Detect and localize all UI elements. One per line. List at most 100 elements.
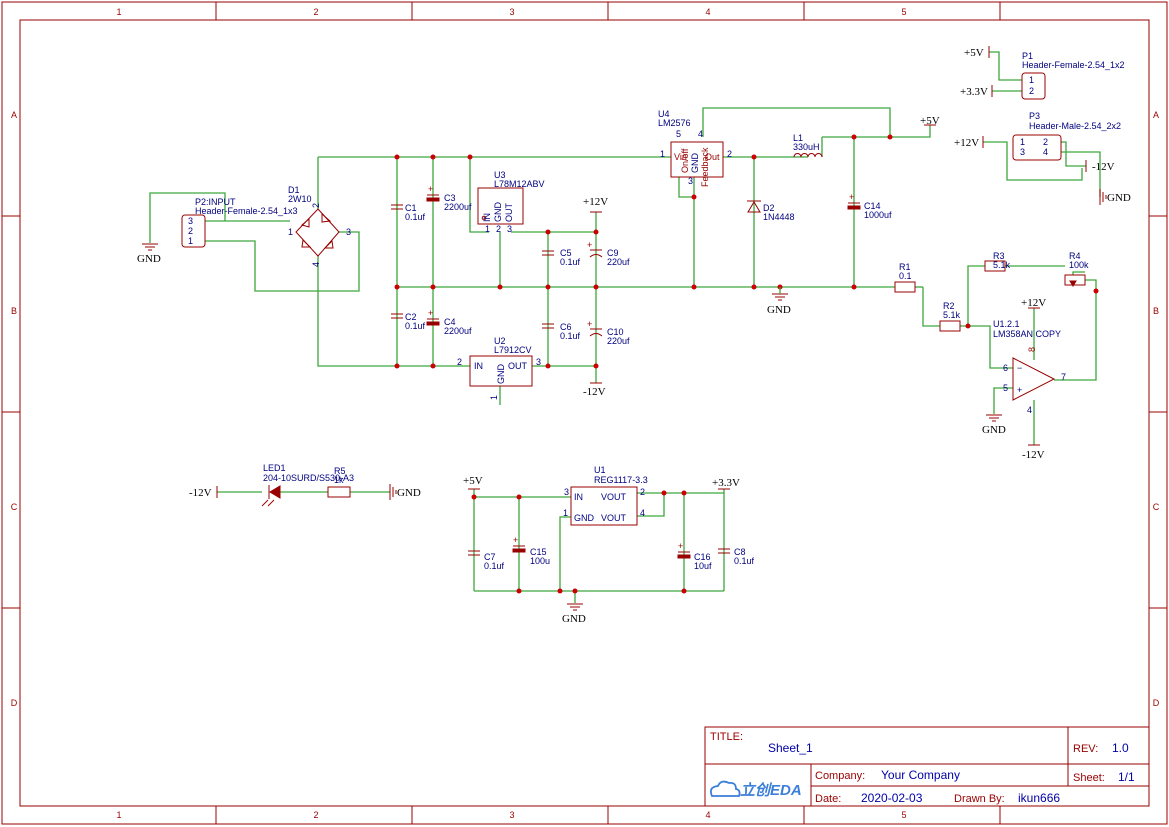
c6-value: 0.1uf (560, 331, 581, 341)
pin-label: GND (496, 364, 506, 385)
svg-text:+: + (428, 308, 433, 318)
junctions (394, 134, 1099, 594)
pin-label: OUT (508, 361, 528, 371)
title-block: TITLE: Sheet_1 REV: 1.0 Company: Your Co… (704, 726, 1150, 807)
pin-label: 4 (1027, 405, 1032, 415)
u121-value: LM358AN COPY (993, 329, 1061, 339)
c3-value: 2200uf (444, 202, 472, 212)
pin-label: IN (482, 213, 492, 222)
svg-text:+: + (587, 240, 592, 250)
row-label: B (1153, 306, 1159, 316)
d2-value: 1N4448 (763, 212, 795, 222)
pin-label: 2 (457, 357, 462, 367)
u4-value: LM2576 (658, 118, 691, 128)
row-label: A (1153, 110, 1159, 120)
net-label-gnd: GND (982, 424, 1006, 436)
net-label-p5v: +5V (463, 475, 483, 487)
opamp-u121: − + 6 5 7 8 4 U1.2.1 LM358AN COPY (993, 319, 1066, 415)
svg-text:+: + (1017, 385, 1022, 395)
pin-label: 3 (507, 224, 512, 234)
c14-value: 1000uf (864, 210, 892, 220)
c2-ref: C2 (405, 312, 417, 322)
r5-ref: R5 (334, 466, 346, 476)
pin-label: 2 (727, 149, 732, 159)
p3-value: Header-Male-2.54_2x2 (1029, 121, 1121, 131)
c15-value: 100u (530, 556, 550, 566)
diode-d2: D2 1N4448 (747, 200, 795, 222)
capacitor-c8: C8 0.1uf (718, 547, 755, 566)
l1-ref: L1 (793, 133, 803, 143)
row-label: C (1153, 502, 1160, 512)
net-label-p33v: +3.3V (712, 477, 740, 489)
ground-icon (986, 414, 1002, 422)
pin-label: 3 (188, 216, 193, 226)
p1-value: Header-Female-2.54_1x2 (1022, 60, 1125, 70)
drawn-by-value: ikun666 (1018, 791, 1060, 805)
net-label-p33v: +3.3V (960, 86, 988, 98)
c5-value: 0.1uf (560, 257, 581, 267)
p2-ref: P2:INPUT (195, 197, 236, 207)
column-label: 1 (116, 7, 121, 17)
c8-value: 0.1uf (734, 556, 755, 566)
capacitor-c3: + C3 2200uf (426, 184, 472, 212)
pin-label: GND (493, 202, 503, 223)
pin-label: 3 (688, 176, 693, 186)
svg-text:+: + (587, 319, 592, 329)
pin-label: 7 (1061, 372, 1066, 382)
bridge-d1: 1 2 3 4 D1 2W10 (288, 185, 351, 267)
r4-value: 100k (1069, 260, 1089, 270)
capacitor-c5: C5 0.1uf (542, 248, 581, 267)
pin-label: 2 (496, 224, 501, 234)
pin-label: 3 (536, 357, 541, 367)
rev-value: 1.0 (1112, 741, 1129, 755)
c8-ref: C8 (734, 547, 746, 557)
pin-label: IN (574, 492, 583, 502)
column-label: 1 (116, 810, 121, 820)
u3-ref: U3 (494, 170, 506, 180)
capacitor-c7: C7 0.1uf (468, 550, 505, 571)
c15-ref: C15 (530, 547, 547, 557)
ground-icon (772, 287, 788, 301)
c7-ref: C7 (484, 552, 496, 562)
c10-value: 220uf (607, 336, 630, 346)
company-label: Company: (815, 770, 865, 782)
row-label: C (11, 502, 18, 512)
pin-label: 4 (698, 129, 703, 139)
net-label-p12v: +12V (583, 196, 608, 208)
net-label-p5v: +5V (920, 115, 940, 127)
c1-ref: C1 (405, 203, 417, 213)
pin-label: Out (705, 152, 720, 162)
resistor-r3: R3 5.1k (984, 251, 1011, 272)
net-label-m12v: -12V (1092, 161, 1115, 173)
title-label: TITLE: (710, 731, 743, 743)
column-label: 5 (901, 7, 906, 17)
pin-label: 2 (1043, 137, 1048, 147)
pin-label: 2 (1029, 86, 1034, 96)
column-label: 2 (313, 810, 318, 820)
cloud-icon (709, 780, 741, 797)
column-label: 4 (705, 7, 710, 17)
column-labels-bottom: 1 2 3 4 5 (116, 810, 906, 820)
rev-label: REV: (1073, 743, 1098, 755)
c16-ref: C16 (694, 552, 711, 562)
r3-value: 5.1k (993, 260, 1011, 270)
row-labels-left: A B C D (11, 110, 18, 708)
c16-value: 10uf (694, 561, 712, 571)
date-label: Date: (815, 793, 841, 805)
pin-label: 4 (640, 508, 645, 518)
led1-value: 204-10SURD/S530-A3 (263, 473, 354, 483)
pin-label: 4 (311, 262, 321, 267)
r1-ref: R1 (899, 262, 911, 272)
r2-ref: R2 (943, 301, 955, 311)
c3-ref: C3 (444, 193, 456, 203)
u1-ref: U1 (594, 465, 606, 475)
c9-ref: C9 (607, 248, 619, 258)
l1-value: 330uH (793, 142, 820, 152)
net-label-m12v: -12V (189, 487, 212, 499)
row-label: B (11, 306, 17, 316)
capacitor-c10: + C10 220uf (587, 319, 630, 346)
net-label-p12v: +12V (954, 137, 979, 149)
sheet-label: Sheet: (1073, 772, 1105, 784)
